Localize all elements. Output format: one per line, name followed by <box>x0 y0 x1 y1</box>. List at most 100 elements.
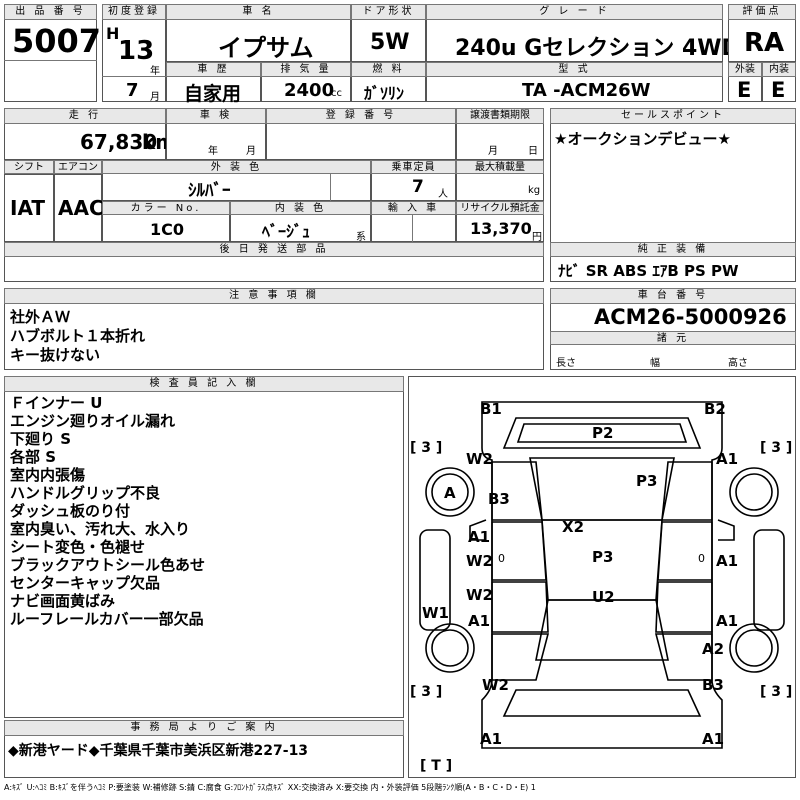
inspector-line: ブラックアウトシール色あせ <box>10 556 206 574</box>
tire-fr: [ 3 ] <box>760 440 793 456</box>
spec-length: 長さ <box>556 358 576 369</box>
dmg-zero-right: 0 <box>698 552 705 565</box>
note-line: 社外ＡＷ <box>10 308 71 326</box>
month-unit: 月 <box>150 92 160 103</box>
left-front-fender <box>491 461 543 521</box>
grade: 240u Gセレクション 4WD <box>455 36 740 61</box>
shift: IAT <box>10 196 46 220</box>
left-side-strip <box>419 529 451 631</box>
chassis-header: 車 台 番 号 <box>550 288 796 304</box>
reg-year: 13 <box>118 36 155 66</box>
wheel-rl <box>425 623 475 673</box>
note-line: ハブボルト１本折れ <box>10 327 146 345</box>
right-front-fender <box>661 461 713 521</box>
exterior-header: 外装 <box>728 62 762 77</box>
inspection-month: 月 <box>246 146 256 157</box>
door-type: 5W <box>370 30 410 55</box>
inspector-line: センターキャップ欠品 <box>10 574 161 592</box>
load-unit: kg <box>528 185 541 196</box>
import-divider <box>412 215 413 242</box>
year-unit: 年 <box>150 66 160 77</box>
dmg-zero-left: 0 <box>498 552 505 565</box>
body-outline <box>481 401 723 749</box>
mileage: 67,830 <box>80 130 158 154</box>
right-rear-door <box>655 581 713 633</box>
ac: AAC <box>58 196 104 220</box>
int-color-unit: 系 <box>356 232 366 243</box>
dmg-W2-front: W2 <box>466 450 493 468</box>
cc-unit: cc <box>331 88 342 99</box>
dmg-A1-left-door: A1 <box>468 528 491 546</box>
first-reg-header: 初度登録 <box>102 4 166 20</box>
car-name-header: 車 名 <box>166 4 351 20</box>
right-quarter <box>654 633 713 681</box>
reg-no-header: 登 録 番 号 <box>266 108 456 124</box>
dmg-X2: X2 <box>562 518 585 536</box>
reg-month: 7 <box>126 80 139 101</box>
exterior-grade: E <box>737 78 752 102</box>
wheel-rr <box>729 623 779 673</box>
office-header: 事 務 局 よ り ご 案 内 <box>4 720 404 736</box>
tire-fl: [ 3 ] <box>410 440 443 456</box>
wheel-fr <box>729 467 779 517</box>
rear-window <box>535 599 669 661</box>
later-parts-header: 後 日 発 送 部 品 <box>4 242 544 257</box>
color: ｼﾙﾊﾞｰ <box>188 181 231 201</box>
model: TA -ACM26W <box>522 80 651 101</box>
dmg-W2-left-door: W2 <box>466 552 493 570</box>
dmg-P2: P2 <box>592 424 614 442</box>
history-header: 車 歴 <box>166 62 261 77</box>
transfer-month: 月 <box>488 146 498 157</box>
lot-box <box>4 4 97 102</box>
dmg-A-wheel: A <box>444 484 456 502</box>
dmg-B3-rear: B3 <box>702 676 724 694</box>
note-line: キー抜けない <box>10 346 101 364</box>
inspector-line: ハンドルグリップ不良 <box>10 484 161 502</box>
right-side-strip <box>753 529 785 631</box>
inspector-line: 室内内張傷 <box>10 466 86 484</box>
tire-spare: [ T ] <box>420 758 453 774</box>
door-header: ドア形状 <box>351 4 426 20</box>
notes-header: 注 意 事 項 欄 <box>4 288 544 304</box>
dmg-W2-rear: W2 <box>482 676 509 694</box>
ac-header: エアコン <box>54 160 102 174</box>
inspection-year: 年 <box>208 146 218 157</box>
dmg-B1: B1 <box>480 400 502 418</box>
left-quarter <box>491 633 550 681</box>
int-color: ﾍﾞｰｼﾞｭ <box>262 222 311 241</box>
tire-rr: [ 3 ] <box>760 684 793 700</box>
dmg-A1-front-right: A1 <box>716 450 739 468</box>
right-mirror <box>717 519 735 541</box>
inspector-line: Ｆインナー U <box>10 394 103 412</box>
yen-unit: 円 <box>532 232 542 243</box>
score: RA <box>744 28 785 58</box>
dmg-A1-left-rear: A1 <box>468 612 491 630</box>
history: 自家用 <box>184 83 242 105</box>
inspection-header: 車 検 <box>166 108 266 124</box>
color-header: 外 装 色 <box>102 160 371 174</box>
left-mirror <box>469 519 487 541</box>
inspector-box <box>4 376 404 718</box>
capacity-unit: 人 <box>438 189 448 200</box>
capacity-header: 乗車定員 <box>371 160 456 174</box>
dmg-A2: A2 <box>702 640 725 658</box>
wheel-fl-inner <box>431 473 469 511</box>
interior-header: 内装 <box>762 62 796 77</box>
left-front-door <box>491 521 547 581</box>
tire-rl: [ 3 ] <box>410 684 443 700</box>
dmg-A1-rear-right: A1 <box>702 730 725 748</box>
left-rear-door <box>491 581 549 633</box>
rear-hatch <box>502 689 702 717</box>
car-name: イプサム <box>218 34 314 62</box>
inspector-line: ナビ画面黄ばみ <box>10 592 116 610</box>
sales-box <box>550 108 796 258</box>
displacement-header: 排 気 量 <box>261 62 351 77</box>
diagram-box <box>408 376 796 778</box>
chassis-number: ACM26-5000926 <box>594 305 787 329</box>
dmg-W1: W1 <box>422 604 449 622</box>
dmg-B3-front: B3 <box>488 490 510 508</box>
inspector-line: ダッシュ板のり付 <box>10 502 131 520</box>
capacity: 7 <box>412 177 424 197</box>
sales-header: セールスポイント <box>550 108 796 124</box>
inspector-line: シート変色・色褪せ <box>10 538 146 556</box>
